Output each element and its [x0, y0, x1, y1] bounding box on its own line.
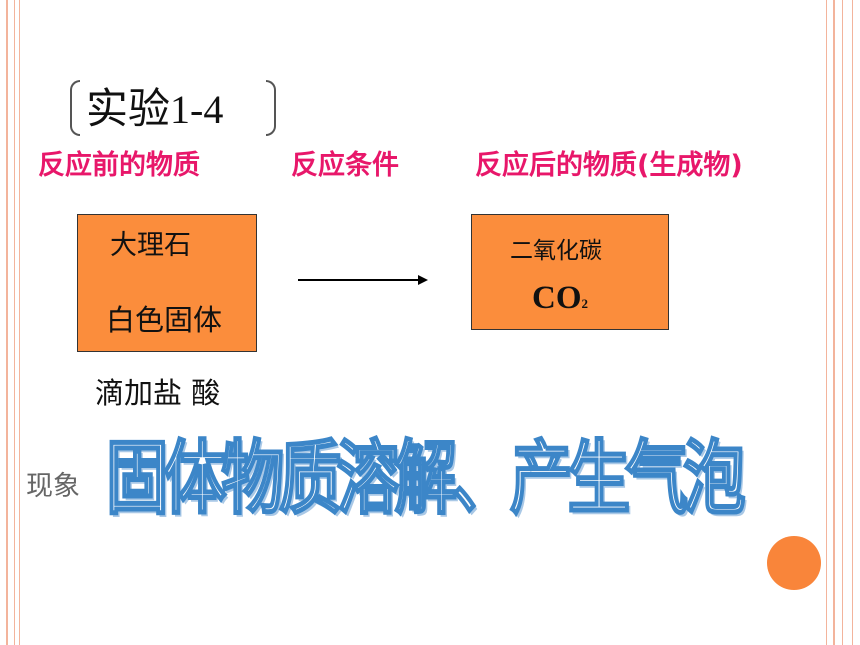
reagent-label: 滴加盐 酸 [95, 376, 221, 410]
title-bracket-right [266, 80, 276, 136]
product-box: 二氧化碳 [471, 214, 669, 330]
formula-main: CO [532, 280, 582, 316]
border-line-left-1 [6, 0, 8, 645]
reactant-name: 大理石 [110, 230, 191, 261]
title-bracket-left [70, 80, 80, 136]
reaction-arrow [298, 275, 428, 285]
slide-title: 实验1-4 [86, 84, 223, 135]
border-line-left-2 [14, 0, 15, 645]
border-line-right-4 [852, 0, 853, 645]
header-after: 反应后的物质(生成物) [475, 150, 743, 181]
phenomenon-wordart: 固体物质溶解、产生气泡 [105, 431, 747, 527]
border-line-right-3 [842, 0, 843, 645]
border-line-left-3 [19, 0, 20, 645]
product-formula: CO2 [532, 280, 588, 317]
decorative-circle [767, 536, 821, 590]
title-cn: 实验 [86, 84, 171, 133]
header-condition: 反应条件 [291, 150, 399, 181]
product-name: 二氧化碳 [510, 238, 602, 264]
border-line-right-2 [833, 0, 835, 645]
slide-title-box: 实验1-4 [70, 78, 276, 140]
formula-subscript: 2 [581, 296, 589, 311]
header-before: 反应前的物质 [38, 150, 200, 181]
reactant-state: 白色固体 [106, 303, 223, 337]
phenomenon-label: 现象 [26, 471, 80, 502]
reactant-box: 大理石 白色固体 [77, 214, 257, 352]
border-line-right-1 [826, 0, 827, 645]
title-number: 1-4 [170, 87, 224, 132]
